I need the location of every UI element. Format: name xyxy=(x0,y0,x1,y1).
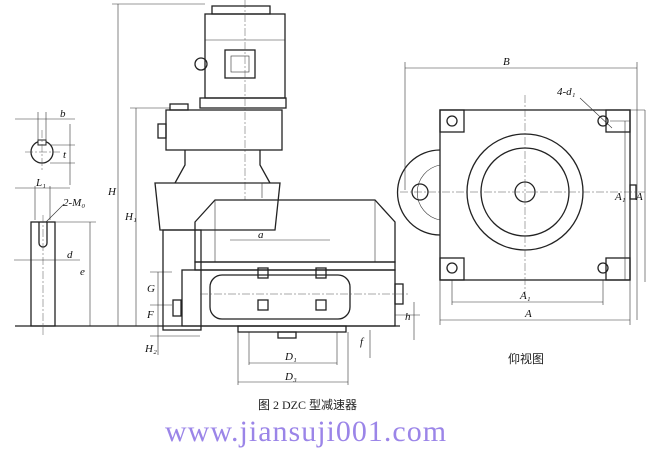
label-m0: 2-M₀ xyxy=(63,197,85,209)
label-t: t xyxy=(63,149,67,161)
height-dimensions xyxy=(112,3,205,355)
motor xyxy=(194,0,287,200)
view-label: 仰视图 xyxy=(508,351,544,366)
label-f-upper: F xyxy=(146,309,154,321)
label-g: G xyxy=(147,283,155,295)
label-4-d1: 4-d₁ xyxy=(557,86,576,98)
bottom-view xyxy=(396,62,646,325)
main-housing xyxy=(181,199,420,385)
label-a-bottom: A xyxy=(524,308,532,320)
label-f-lower: f xyxy=(360,336,365,348)
label-d3: D₃ xyxy=(284,371,297,383)
label-e: e xyxy=(80,266,85,278)
label-b-width: B xyxy=(503,56,510,68)
label-a-right: A xyxy=(635,191,643,203)
label-h: H xyxy=(107,186,117,198)
label-a: a xyxy=(258,229,264,241)
upper-gearbox xyxy=(154,103,283,331)
figure-caption: 图 2 DZC 型减速器 xyxy=(258,398,357,412)
label-b: b xyxy=(60,108,66,120)
output-shaft xyxy=(14,186,96,335)
label-l1: L₁ xyxy=(35,177,46,189)
label-a1-right: A₁ xyxy=(614,191,626,203)
watermark: www.jiansuji001.com xyxy=(165,415,447,448)
label-d1: D₁ xyxy=(284,351,297,363)
label-h1: H₁ xyxy=(124,211,137,223)
label-d: d xyxy=(67,249,73,261)
label-a1-bottom: A₁ xyxy=(519,290,531,302)
shaft-section xyxy=(15,112,75,185)
label-h2: H₂ xyxy=(144,343,157,355)
label-small-h: h xyxy=(405,311,411,323)
